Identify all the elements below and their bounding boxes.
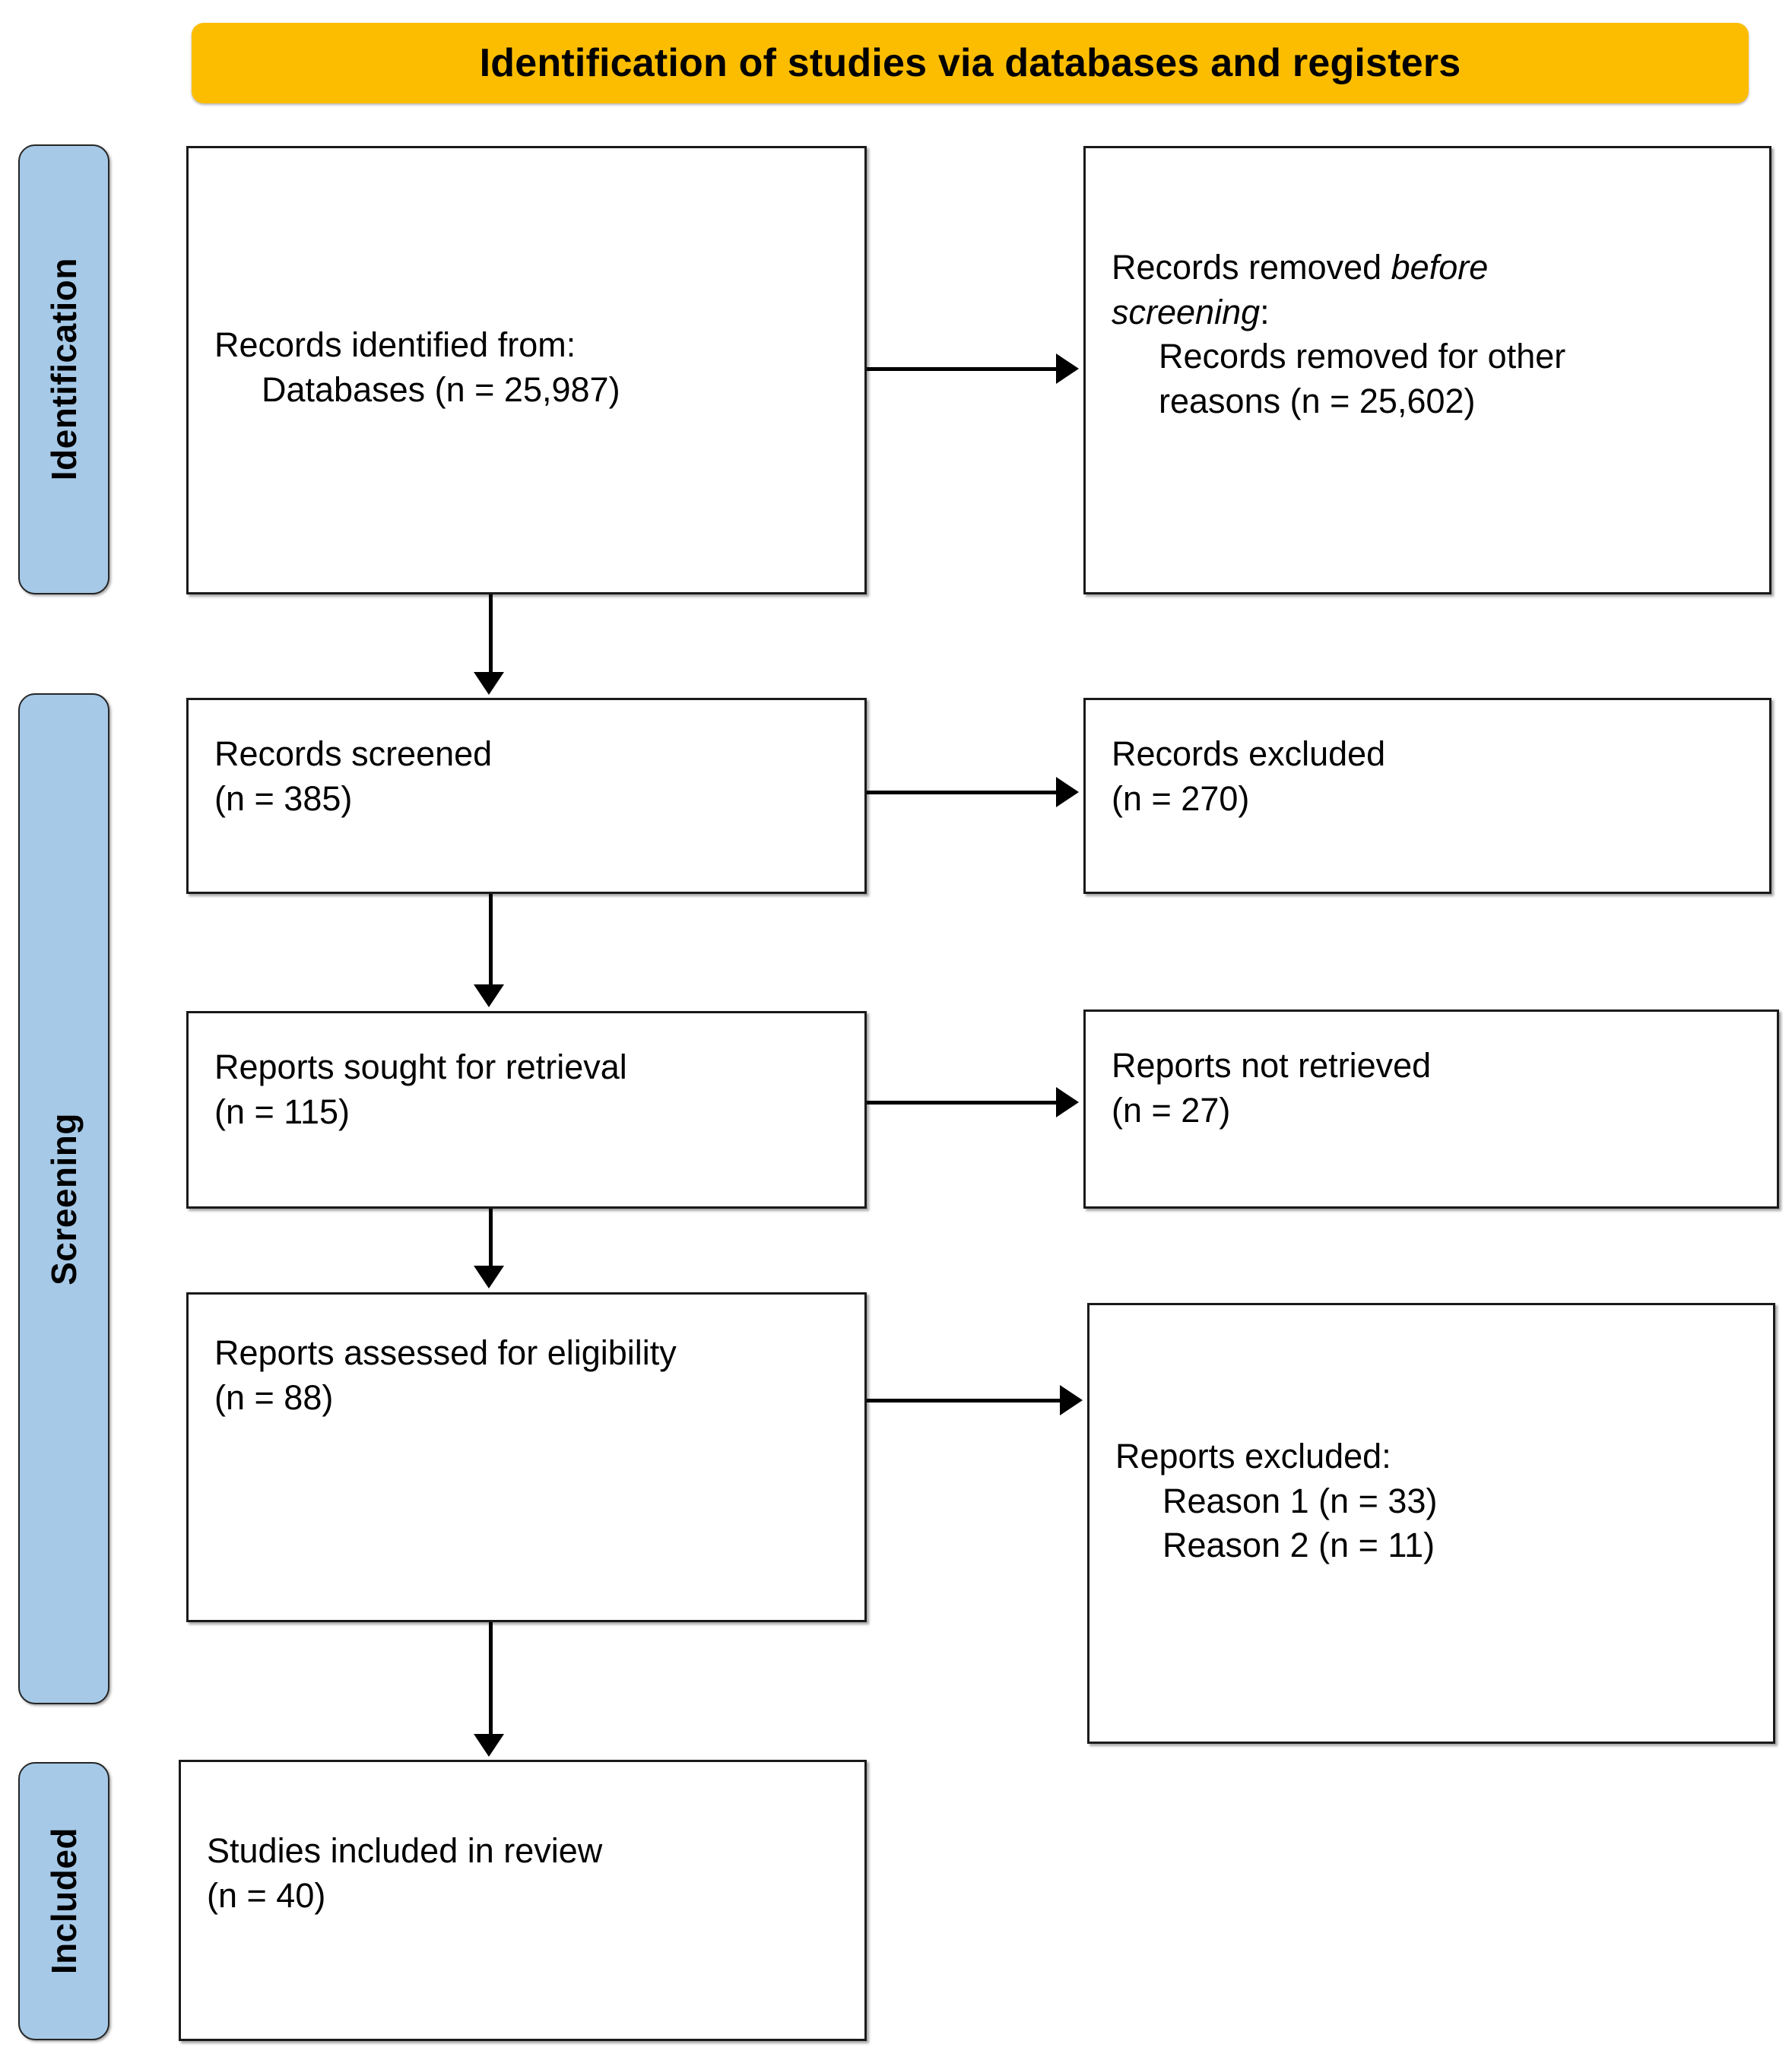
box-studies-included-text: Studies included in review (n = 40) bbox=[207, 1829, 849, 1918]
arrow-right-icon-assessed-to-reports-excluded bbox=[1060, 1385, 1083, 1415]
box-reports-not-retrieved: Reports not retrieved (n = 27) bbox=[1083, 1009, 1779, 1209]
records-identified-line1: Records identified from: bbox=[214, 325, 576, 364]
reports-not-retrieved-line2: (n = 27) bbox=[1112, 1090, 1231, 1130]
box-records-screened: Records screened (n = 385) bbox=[186, 698, 867, 894]
records-removed-line1-italic: before bbox=[1391, 248, 1489, 287]
box-reports-excluded-text: Reports excluded: Reason 1 (n = 33) Reas… bbox=[1115, 1434, 1758, 1568]
box-reports-not-retrieved-text: Reports not retrieved (n = 27) bbox=[1112, 1044, 1762, 1133]
diagram-title: Identification of studies via databases … bbox=[479, 41, 1461, 85]
records-identified-line2: Databases (n = 25,987) bbox=[262, 369, 620, 409]
stage-bar-identification: Identification bbox=[18, 144, 109, 594]
arrow-down-icon-assessed-to-included bbox=[474, 1734, 504, 1757]
arrow-right-icon-sought-to-not-retrieved bbox=[1056, 1087, 1079, 1117]
stage-label-identification: Identification bbox=[44, 258, 84, 481]
box-studies-included-in-review: Studies included in review (n = 40) bbox=[179, 1760, 867, 2041]
box-reports-assessed-for-eligibility: Reports assessed for eligibility (n = 88… bbox=[186, 1292, 867, 1622]
stage-bar-included: Included bbox=[18, 1762, 109, 2040]
records-excluded-line2: (n = 270) bbox=[1112, 778, 1250, 818]
diagram-header-banner: Identification of studies via databases … bbox=[192, 23, 1749, 103]
box-records-identified: Records identified from: Databases (n = … bbox=[186, 146, 867, 594]
connector-identified-to-screened bbox=[489, 594, 493, 674]
box-records-removed-text: Records removed before screening: Record… bbox=[1112, 246, 1754, 423]
arrow-right-icon-screened-to-records-excluded bbox=[1056, 777, 1079, 807]
box-records-excluded-text: Records excluded (n = 270) bbox=[1112, 732, 1754, 821]
connector-screened-to-records-excluded bbox=[867, 791, 1058, 794]
connector-sought-to-not-retrieved bbox=[867, 1101, 1058, 1105]
reports-not-retrieved-line1: Reports not retrieved bbox=[1112, 1046, 1432, 1085]
records-removed-line2-plain: : bbox=[1260, 292, 1270, 331]
arrow-down-icon-sought-to-assessed bbox=[474, 1266, 504, 1288]
box-records-excluded: Records excluded (n = 270) bbox=[1083, 698, 1771, 894]
studies-included-line1: Studies included in review bbox=[207, 1831, 603, 1870]
arrow-right-icon-identified-to-removed bbox=[1056, 353, 1079, 384]
reports-excluded-reason-2: Reason 2 (n = 11) bbox=[1162, 1526, 1435, 1564]
stage-bar-screening: Screening bbox=[18, 693, 109, 1704]
connector-sought-to-assessed bbox=[489, 1209, 493, 1268]
box-reports-sought-for-retrieval: Reports sought for retrieval (n = 115) bbox=[186, 1011, 867, 1209]
records-removed-line4: reasons (n = 25,602) bbox=[1159, 381, 1476, 420]
box-reports-assessed-text: Reports assessed for eligibility (n = 88… bbox=[214, 1331, 849, 1420]
stage-label-included: Included bbox=[44, 1827, 84, 1975]
studies-included-line2: (n = 40) bbox=[207, 1875, 326, 1915]
connector-screened-to-sought bbox=[489, 894, 493, 987]
reports-sought-line2: (n = 115) bbox=[214, 1092, 350, 1131]
records-excluded-line1: Records excluded bbox=[1112, 734, 1386, 773]
stage-label-screening: Screening bbox=[44, 1112, 84, 1285]
reports-assessed-line2: (n = 88) bbox=[214, 1377, 334, 1417]
connector-assessed-to-reports-excluded bbox=[867, 1399, 1062, 1402]
box-reports-excluded: Reports excluded: Reason 1 (n = 33) Reas… bbox=[1087, 1303, 1775, 1744]
reports-sought-line1: Reports sought for retrieval bbox=[214, 1048, 627, 1086]
box-reports-sought-text: Reports sought for retrieval (n = 115) bbox=[214, 1045, 849, 1134]
records-removed-line2-italic: screening bbox=[1112, 292, 1261, 331]
connector-assessed-to-included bbox=[489, 1622, 493, 1736]
records-screened-line2: (n = 385) bbox=[214, 778, 353, 818]
records-removed-line1-plain: Records removed bbox=[1112, 248, 1391, 287]
box-records-screened-text: Records screened (n = 385) bbox=[214, 732, 849, 821]
arrow-down-icon-screened-to-sought bbox=[474, 984, 504, 1007]
reports-excluded-reason-1: Reason 1 (n = 33) bbox=[1162, 1481, 1438, 1520]
box-records-identified-text: Records identified from: Databases (n = … bbox=[214, 323, 849, 412]
arrow-down-icon-identified-to-screened bbox=[474, 672, 504, 695]
reports-assessed-line1: Reports assessed for eligibility bbox=[214, 1333, 677, 1372]
records-removed-line3: Records removed for other bbox=[1159, 337, 1566, 376]
box-records-removed-before-screening: Records removed before screening: Record… bbox=[1083, 146, 1771, 594]
records-screened-line1: Records screened bbox=[214, 734, 493, 773]
connector-identified-to-removed bbox=[867, 367, 1058, 371]
reports-excluded-line1: Reports excluded: bbox=[1115, 1437, 1391, 1475]
